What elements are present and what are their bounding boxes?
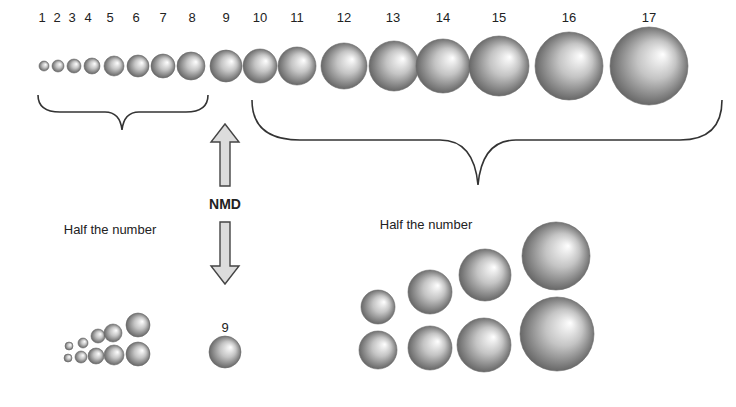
particle-sphere (469, 36, 529, 96)
particle-sphere (408, 270, 452, 314)
particle-sphere (278, 47, 316, 85)
size-number: 2 (53, 11, 60, 24)
down-arrow (211, 222, 239, 284)
particle-sphere (104, 345, 124, 365)
particle-sphere (457, 318, 511, 372)
particle-sphere (416, 39, 470, 93)
size-number: 3 (68, 11, 75, 24)
particle-sphere (361, 290, 395, 324)
size-number: 14 (436, 11, 450, 24)
particle-sphere (127, 55, 149, 77)
size-number: 6 (132, 11, 139, 24)
size-number: 4 (84, 11, 91, 24)
size-number: 9 (222, 11, 229, 24)
particle-sphere (535, 32, 603, 100)
particle-sphere (369, 41, 419, 91)
particle-sphere (52, 60, 64, 72)
particle-sphere (84, 58, 100, 74)
bracket (252, 100, 722, 185)
particle-sphere (39, 61, 49, 71)
particle-sphere (65, 342, 73, 350)
size-number: 10 (253, 11, 267, 24)
size-number: 12 (337, 11, 351, 24)
up-arrow (211, 124, 239, 186)
size-number: 11 (290, 11, 304, 24)
particle-sphere (177, 52, 205, 80)
particle-sphere (459, 249, 511, 301)
size-number: 13 (386, 11, 400, 24)
size-number: 9 (221, 321, 228, 334)
particle-sphere (610, 27, 688, 105)
half-label: Half the number (380, 218, 473, 231)
particle-sphere (104, 56, 124, 76)
size-number: 8 (188, 11, 195, 24)
particle-sphere (78, 338, 88, 348)
particle-sphere (321, 43, 367, 89)
particle-sphere (104, 324, 122, 342)
particle-sphere (408, 326, 452, 370)
particle-sphere (520, 297, 594, 371)
particle-sphere (359, 331, 397, 369)
particle-sphere (91, 329, 105, 343)
particle-sphere (75, 351, 87, 363)
half-label: Half the number (64, 223, 157, 236)
size-number: 1 (38, 11, 45, 24)
particle-sphere (88, 348, 104, 364)
particle-sphere (210, 50, 242, 82)
particle-sphere (126, 313, 150, 337)
size-number: 16 (562, 11, 576, 24)
size-number: 17 (642, 11, 656, 24)
size-number: 15 (492, 11, 506, 24)
particle-sphere (64, 354, 72, 362)
particle-sphere (522, 222, 590, 290)
particle-sphere (126, 342, 150, 366)
particle-sphere (209, 336, 241, 368)
size-number: 7 (159, 11, 166, 24)
nmd-label: NMD (209, 197, 241, 211)
size-number: 5 (106, 11, 113, 24)
particle-sphere (67, 59, 81, 73)
bracket (38, 95, 208, 130)
particle-sphere (151, 54, 175, 78)
particle-sphere (243, 49, 277, 83)
sphere-group (39, 27, 688, 372)
